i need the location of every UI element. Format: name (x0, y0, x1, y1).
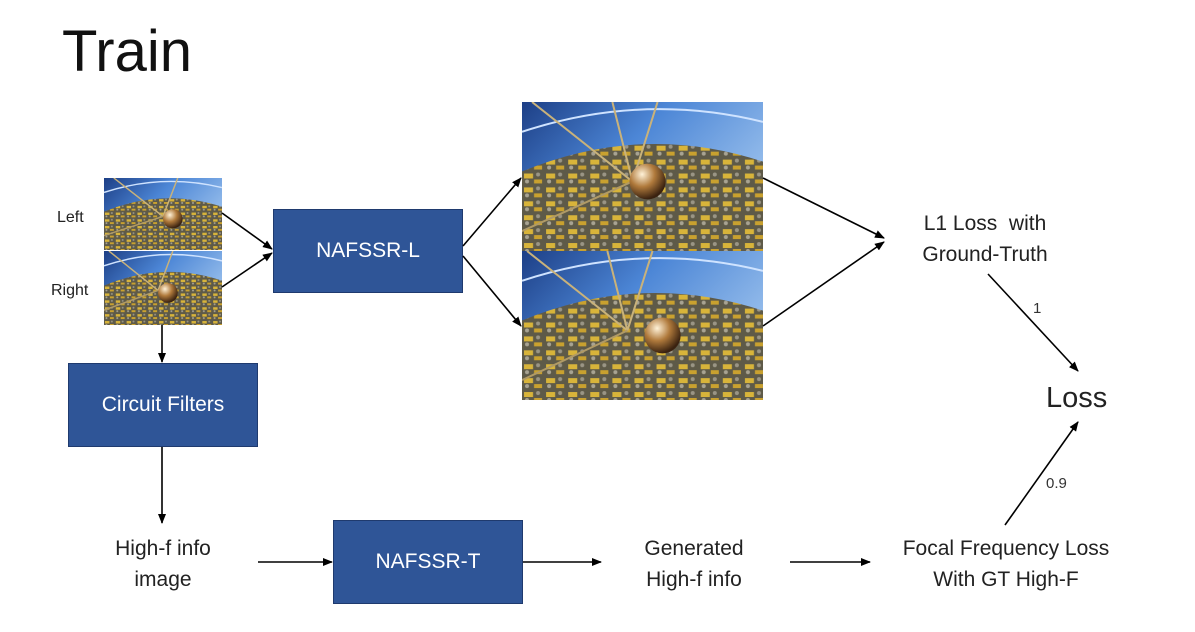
generated-highf-node: Generated High-f info (614, 533, 774, 595)
arrow-right-to-nafssr-l (221, 252, 273, 288)
focal-loss-node: Focal Frequency Loss With GT High-F (876, 533, 1136, 595)
l1-loss-line2: Ground-Truth (922, 243, 1048, 266)
arrow-nafssr-l-to-out-right (462, 255, 522, 327)
generated-line2: High-f info (646, 568, 742, 591)
nafssr-t-box: NAFSSR-T (333, 520, 523, 604)
nafssr-l-box: NAFSSR-L (273, 209, 463, 293)
focal-line1: Focal Frequency Loss (902, 537, 1110, 560)
output-right-image (522, 251, 763, 400)
arrow-out-right-to-l1 (762, 241, 885, 327)
arrow-left-to-nafssr-l (221, 212, 273, 250)
circuit-filters-box: Circuit Filters (68, 363, 258, 447)
left-label: Left (57, 209, 84, 226)
output-left-image (522, 102, 763, 251)
loss-node: Loss (1046, 382, 1108, 414)
arrow-out-left-to-l1 (762, 177, 885, 239)
right-input-image (104, 251, 222, 325)
l1-weight: 1 (1033, 300, 1042, 317)
left-input-image (104, 178, 222, 250)
l1-loss-node: L1 Loss with Ground-Truth (895, 208, 1075, 270)
focal-line2: With GT High-F (933, 568, 1079, 591)
highf-image-node: High-f info image (83, 533, 243, 595)
page-title: Train (62, 19, 192, 84)
right-label: Right (51, 282, 89, 299)
highf-line1: High-f info (115, 537, 211, 560)
focal-weight: 0.9 (1046, 475, 1067, 492)
arrow-l1-to-loss (987, 273, 1079, 372)
generated-line1: Generated (644, 537, 744, 560)
arrow-nafssr-l-to-out-left (462, 177, 522, 247)
l1-loss-line1: L1 Loss with (923, 212, 1047, 235)
highf-line2: image (134, 568, 192, 591)
arrow-focal-to-loss (1004, 421, 1079, 526)
